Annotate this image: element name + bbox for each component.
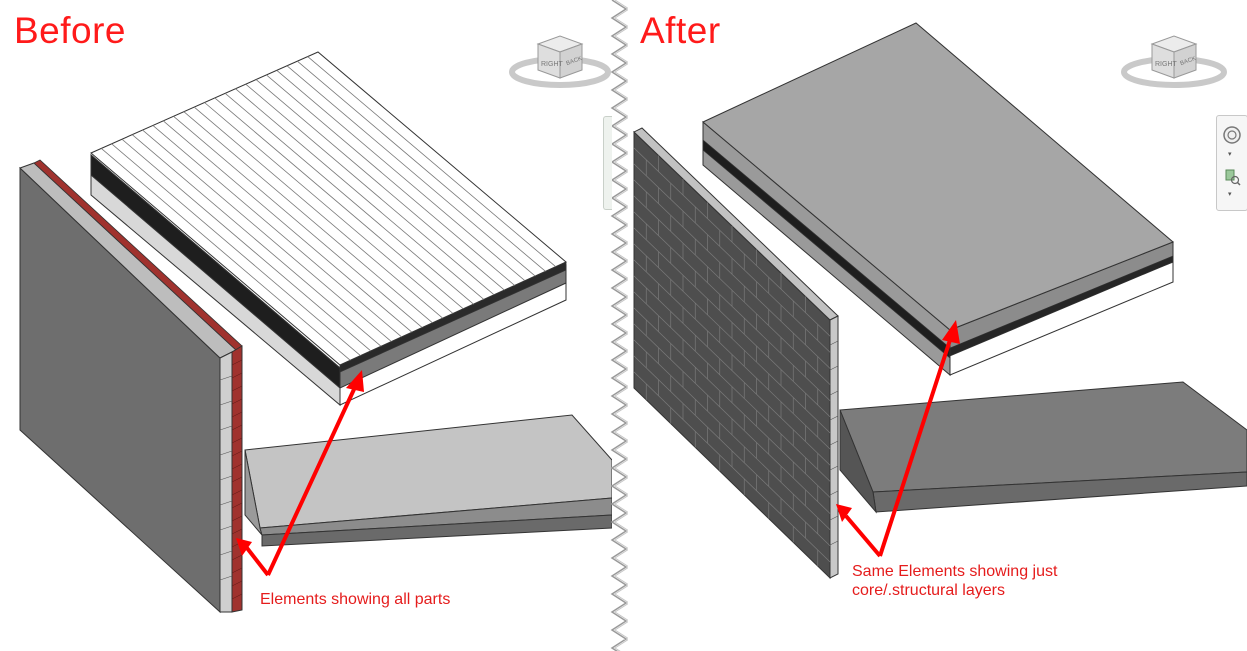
collapsed-side-panel[interactable] — [603, 116, 612, 210]
roof-board-line — [173, 115, 423, 328]
floor-slab — [839, 381, 1247, 514]
roof-board-line — [276, 70, 526, 282]
roof-board-line — [121, 138, 372, 352]
before-panel: Before Elements showing all parts RIGHT … — [0, 0, 612, 651]
navigation-bar: ▾ ▾ — [1216, 115, 1247, 211]
roof-board-line — [224, 93, 474, 305]
roof-slab — [90, 51, 567, 407]
roof-board-line — [286, 65, 536, 277]
roof-board-line — [193, 106, 443, 319]
roof-board-line — [132, 134, 382, 347]
viewcube-face-label: RIGHT — [1155, 61, 1178, 68]
roof-board-line — [235, 88, 485, 300]
roof-board-line — [214, 97, 464, 310]
steering-wheel-icon[interactable] — [1220, 124, 1244, 146]
after-annotation-line1: Same Elements showing just — [852, 563, 1058, 580]
roof-board-line — [183, 111, 433, 324]
roof-board-line — [266, 74, 515, 286]
break-line-icon — [610, 0, 630, 651]
roof-board-line — [307, 56, 556, 267]
before-3d-view — [19, 51, 612, 614]
roof-board-line — [297, 60, 546, 272]
roof-board-line — [204, 102, 454, 314]
after-panel: After Same Elements showing just core/.s… — [628, 0, 1247, 651]
floor-slab — [244, 414, 612, 547]
chevron-down-icon[interactable]: ▾ — [1228, 151, 1232, 158]
roof-board-line — [245, 83, 495, 296]
roof-board-line — [101, 148, 351, 361]
chevron-down-icon[interactable]: ▾ — [1228, 191, 1232, 198]
zoom-icon[interactable] — [1220, 166, 1244, 188]
roof-board-line — [152, 125, 402, 338]
wall — [633, 127, 839, 580]
before-annotation: Elements showing all parts — [260, 591, 451, 608]
wall — [19, 159, 243, 614]
roof-board-line — [142, 129, 392, 342]
viewcube-face-label: RIGHT — [541, 61, 564, 68]
roof-board-line — [255, 79, 505, 291]
after-title: After — [640, 10, 721, 51]
after-3d-view — [633, 22, 1247, 580]
roof-board-line — [162, 120, 413, 333]
annotation-arrows — [236, 370, 364, 577]
viewcube-side-label: BACK — [1180, 56, 1197, 67]
annotation-arrows — [836, 320, 960, 558]
after-annotation: Same Elements showing just core/.structu… — [852, 562, 1057, 600]
before-title: Before — [14, 10, 127, 51]
roof-board-line — [111, 143, 361, 356]
after-annotation-line2: core/.structural layers — [852, 582, 1005, 599]
roof-slab — [702, 22, 1174, 377]
viewcube-side-label: BACK — [566, 56, 583, 67]
